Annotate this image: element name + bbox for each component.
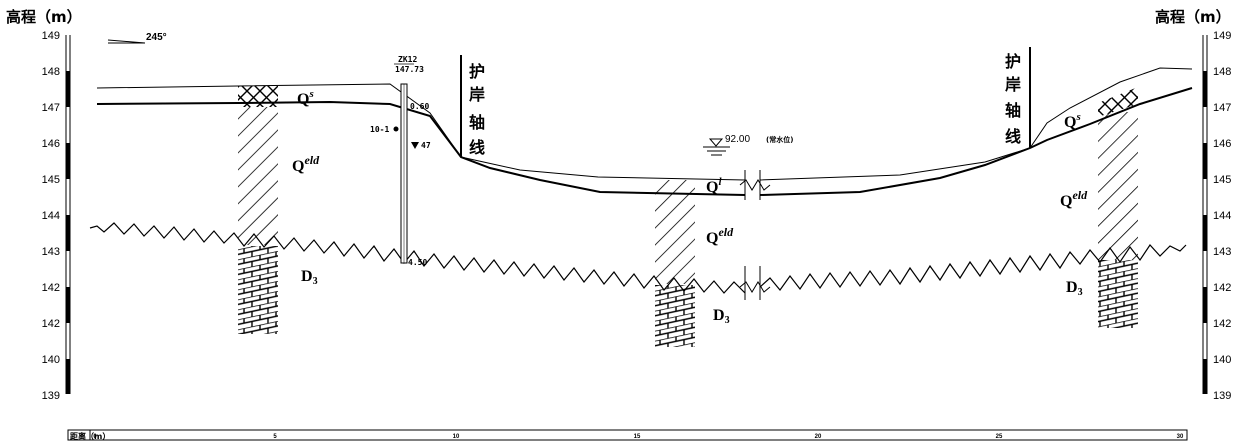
stratum-qs-right: Qs — [1064, 111, 1081, 131]
axis-char: 岸 — [1005, 75, 1021, 94]
water-level-icon — [708, 138, 724, 147]
direction-arrow: 245° — [107, 32, 167, 44]
left-elevation-scale — [65, 35, 71, 394]
tick-label: 146 — [1213, 138, 1231, 150]
borehole-top-depth: 0.60 — [410, 102, 429, 111]
tick-label: 144 — [1213, 210, 1231, 222]
distance-tick: 25 — [996, 434, 1003, 440]
tick-label: 144 — [42, 210, 60, 222]
water-mark-value: 47 — [421, 141, 431, 150]
distance-tick: 20 — [815, 434, 822, 440]
axis-char: 轴 — [1005, 101, 1021, 120]
stratum-qeld-right: Qeld — [1060, 188, 1088, 210]
stratum-d3-left: D3 — [301, 268, 318, 287]
soil-base-left — [96, 100, 745, 196]
brick-column-left — [238, 246, 278, 334]
stratum-q1-mid: Ql — [706, 176, 722, 196]
axis-char: 护 — [469, 62, 485, 81]
distance-bar: 距离（m） 0 5 10 15 20 25 30 — [67, 429, 1188, 441]
stratum-qs-left: Qs — [297, 88, 314, 108]
tick-label: 148 — [42, 66, 60, 78]
ground-surface-right — [760, 67, 1193, 181]
tick-label: 147 — [1213, 102, 1231, 114]
tick-label: 149 — [42, 30, 60, 42]
right-elevation-title: 高程（m） — [1155, 8, 1231, 26]
distance-tick: 15 — [634, 434, 641, 440]
sample-marker — [393, 126, 399, 132]
axis-char: 线 — [1005, 127, 1021, 146]
brick-column-right — [1098, 260, 1138, 328]
distance-tick: 0 — [93, 434, 97, 440]
section-break-marks — [739, 170, 771, 300]
tick-label: 142 — [42, 318, 60, 330]
tick-label: 139 — [42, 390, 60, 402]
borehole-elevation: 147.73 — [395, 65, 424, 74]
bedrock-boundary-left — [89, 222, 745, 294]
distance-tick: 10 — [453, 434, 460, 440]
right-tick-labels: 149 148 147 146 145 144 143 142 142 140 … — [1213, 30, 1231, 402]
fill-block-right — [1098, 87, 1138, 117]
borehole-zk12: ZK12 147.73 0.60 10-1 47 4.50 — [370, 55, 431, 267]
distance-tick: 30 — [1177, 434, 1184, 440]
borehole-bottom-depth: 4.50 — [408, 258, 427, 267]
axis-char: 岸 — [469, 85, 485, 104]
tick-label: 140 — [1213, 354, 1231, 366]
stratum-qeld-left: Qeld — [292, 153, 320, 175]
tick-label: 148 — [1213, 66, 1231, 78]
bedrock-boundary-right — [760, 244, 1187, 291]
tick-label: 143 — [1213, 246, 1231, 258]
water-mark-icon — [411, 142, 419, 149]
tick-label: 143 — [42, 246, 60, 258]
tick-label: 139 — [1213, 390, 1231, 402]
tick-label: 142 — [1213, 318, 1231, 330]
distance-label: 距离（m） — [70, 431, 110, 441]
sample-label: 10-1 — [370, 125, 389, 134]
axis-char: 轴 — [469, 113, 485, 132]
hatch-column-mid — [655, 180, 695, 284]
borehole-id: ZK12 — [398, 55, 417, 64]
axis-char: 线 — [469, 138, 485, 157]
water-level-note: (常水位) — [766, 135, 793, 144]
tick-label: 145 — [1213, 174, 1231, 186]
water-level-value: 92.00 — [725, 134, 750, 145]
tick-label: 142 — [42, 282, 60, 294]
water-level-marker: 92.00 (常水位) — [703, 134, 793, 156]
left-elevation-title: 高程（m） — [6, 8, 82, 26]
revetment-axis-right: 护 岸 轴 线 — [1005, 47, 1031, 148]
right-elevation-scale — [1202, 35, 1208, 394]
tick-label: 140 — [42, 354, 60, 366]
tick-label: 145 — [42, 174, 60, 186]
hatch-column-right — [1098, 112, 1138, 260]
ground-surface-left — [96, 83, 745, 181]
tick-label: 146 — [42, 138, 60, 150]
left-tick-labels: 149 148 147 146 145 144 143 142 142 140 … — [42, 30, 60, 402]
tick-label: 147 — [42, 102, 60, 114]
tick-label: 149 — [1213, 30, 1231, 42]
brick-column-mid — [655, 285, 695, 347]
revetment-axis-left: 护 岸 轴 线 — [460, 55, 485, 157]
hatch-column-left — [238, 107, 278, 245]
axis-char: 护 — [1005, 52, 1021, 71]
stratum-d3-mid: D3 — [713, 307, 730, 326]
stratum-d3-right: D3 — [1066, 279, 1083, 298]
distance-tick: 5 — [273, 434, 277, 440]
stratum-qeld-mid: Qeld — [706, 225, 734, 247]
direction-label: 245° — [146, 32, 167, 43]
tick-label: 142 — [1213, 282, 1231, 294]
